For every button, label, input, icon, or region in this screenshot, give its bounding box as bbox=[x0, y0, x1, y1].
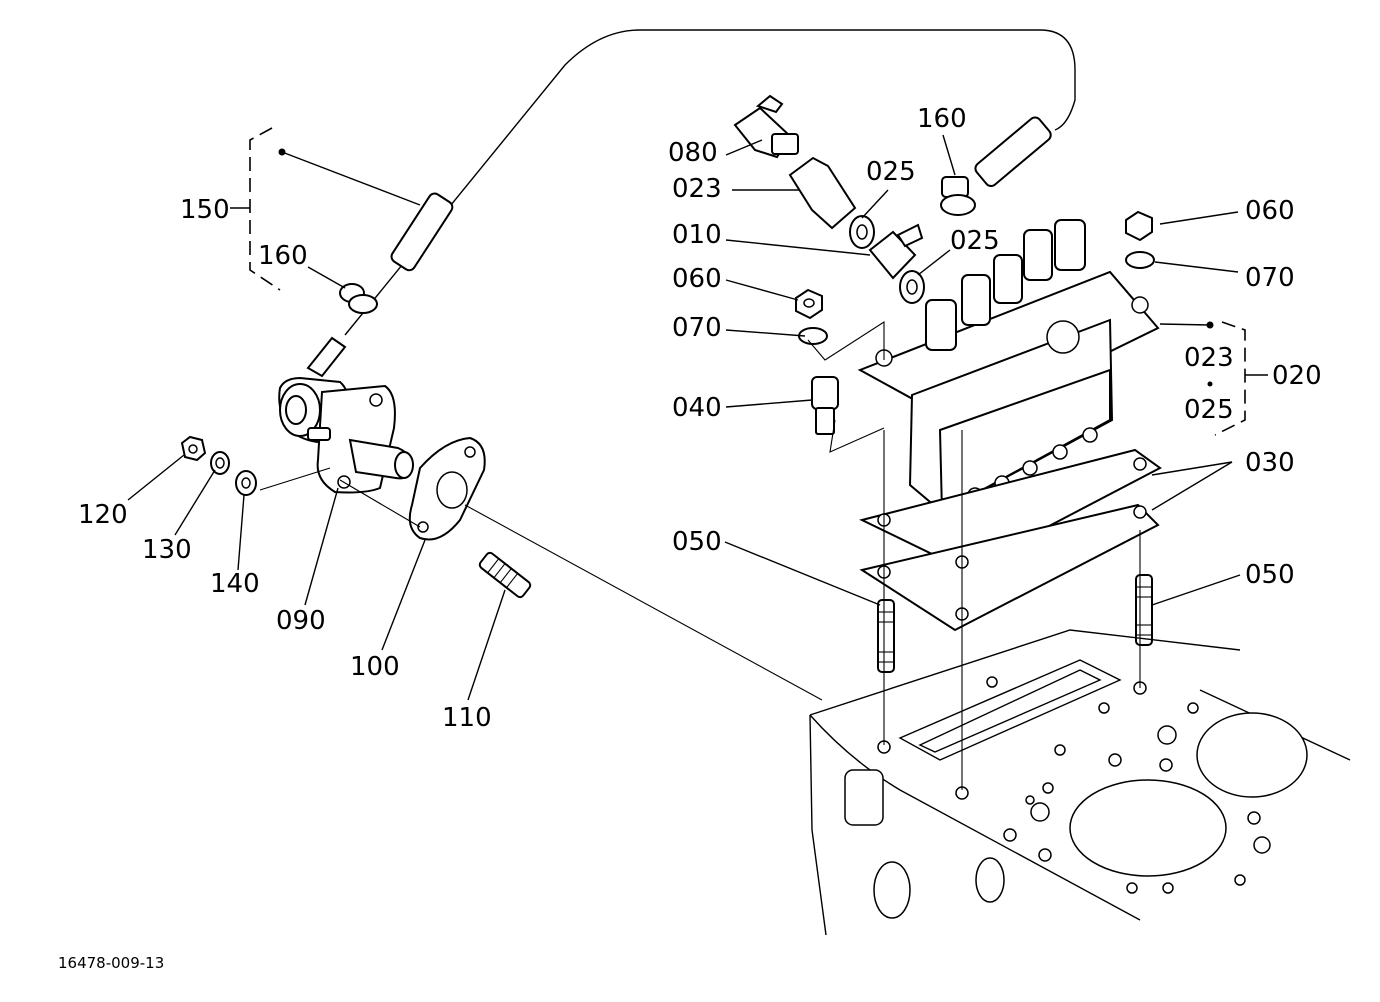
nut-120 bbox=[180, 435, 207, 462]
injection-pump bbox=[857, 219, 1160, 514]
lock-washer-070-right bbox=[1125, 251, 1155, 269]
label-120: 120 bbox=[78, 500, 128, 530]
shim-gaskets-030 bbox=[859, 448, 1162, 632]
nut-060-left bbox=[795, 288, 823, 320]
part-labels: 150 160 160 080 023 025 010 025 060 070 … bbox=[58, 104, 1322, 972]
bracket-dot bbox=[1207, 381, 1213, 387]
washer-140 bbox=[235, 470, 257, 496]
label-023-bracket: 023 bbox=[1184, 343, 1234, 373]
engine-block bbox=[809, 629, 1351, 936]
stud-050-left bbox=[877, 599, 895, 673]
banjo-bolt-023 bbox=[788, 156, 857, 230]
union-010 bbox=[868, 223, 924, 280]
pump-gasket bbox=[408, 436, 486, 541]
bleeder-screw-080 bbox=[733, 94, 799, 159]
label-025-top: 025 bbox=[866, 157, 916, 187]
label-100: 100 bbox=[350, 652, 400, 682]
nut-060-right bbox=[1125, 210, 1153, 242]
hose-clamp-left bbox=[339, 283, 378, 314]
label-023-top: 023 bbox=[672, 174, 722, 204]
stud-bolt-110 bbox=[478, 551, 532, 599]
label-050-left: 050 bbox=[672, 527, 722, 557]
bracket-150 bbox=[249, 127, 281, 291]
stud-050-right bbox=[1135, 574, 1153, 646]
feed-pump bbox=[278, 336, 414, 494]
alignment-lines bbox=[259, 320, 1141, 790]
label-140: 140 bbox=[210, 569, 260, 599]
label-090: 090 bbox=[276, 606, 326, 636]
label-070-right: 070 bbox=[1245, 263, 1295, 293]
label-130: 130 bbox=[142, 535, 192, 565]
label-160-right: 160 bbox=[917, 104, 967, 134]
hose-clamp-right bbox=[940, 176, 976, 216]
washers-025 bbox=[849, 215, 925, 304]
label-150: 150 bbox=[180, 195, 230, 225]
label-060-left: 060 bbox=[672, 264, 722, 294]
label-110: 110 bbox=[442, 703, 492, 733]
label-160-left: 160 bbox=[258, 241, 308, 271]
label-020: 020 bbox=[1272, 361, 1322, 391]
label-040: 040 bbox=[672, 393, 722, 423]
drawing-code: 16478-009-13 bbox=[58, 954, 164, 972]
label-050-right: 050 bbox=[1245, 560, 1295, 590]
fuel-hose bbox=[344, 29, 1076, 336]
label-080: 080 bbox=[668, 138, 718, 168]
plug-040 bbox=[811, 376, 839, 435]
label-025-mid: 025 bbox=[950, 226, 1000, 256]
lock-washer-130 bbox=[210, 451, 230, 475]
label-060-right: 060 bbox=[1245, 196, 1295, 226]
label-010: 010 bbox=[672, 220, 722, 250]
label-070-left: 070 bbox=[672, 313, 722, 343]
leader-lines bbox=[127, 134, 1268, 701]
label-030: 030 bbox=[1245, 448, 1295, 478]
label-025-bracket: 025 bbox=[1184, 395, 1234, 425]
